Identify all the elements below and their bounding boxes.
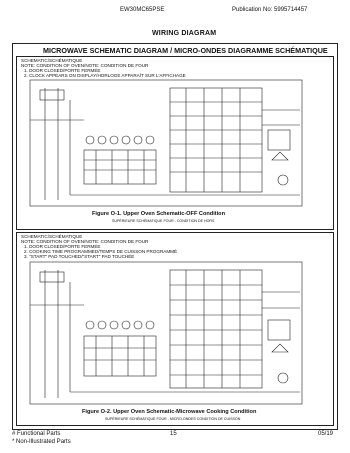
- diagram-title: MICROWAVE SCHEMATIC DIAGRAM / MICRO-ONDE…: [43, 46, 328, 55]
- functional-parts-legend: # Functional Parts: [12, 431, 61, 437]
- figure-1-panel: [16, 56, 334, 230]
- figure-1-circuit: [29, 79, 303, 207]
- figure-1-note-2: 2. CLOCK APPEARS ON DISPLAY/HORLOGE APPA…: [24, 73, 186, 78]
- figure-2-caption: Figure O-2. Upper Oven Schematic-Microwa…: [82, 409, 257, 415]
- publication-date: 05/19: [318, 431, 334, 437]
- model-number: EW30MC65PSE: [120, 7, 165, 13]
- page-title: WIRING DIAGRAM: [152, 30, 217, 37]
- figure-2-note-title: NOTE: CONDITION OF OVEN/NOTE: CONDITION …: [21, 239, 149, 244]
- figure-2-circuit: [29, 261, 303, 405]
- figure-2-caption-sub: SUPÉRIEURE SCHÉMATIQUE FOUR - MICRO-ONDE…: [105, 417, 241, 421]
- figure-2-panel: [16, 232, 334, 426]
- figure-1-caption-sub: SUPÉRIEURE SCHÉMATIQUE FOUR - CONDITION …: [112, 219, 215, 223]
- figure-2-note-1: 1. DOOR CLOSED/PORTE FERMÉE: [24, 244, 101, 249]
- figure-2-note-3: 3. "START" PAD TOUCHED/"START" PAD TOUCH…: [24, 254, 135, 259]
- publication-number: Publication No: 5995714457: [232, 7, 308, 13]
- figure-1-note-1: 1. DOOR CLOSED/PORTE FERMÉE: [24, 68, 101, 73]
- figure-1-note-title: NOTE: CONDITION OF OVEN/NOTE: CONDITION …: [21, 63, 149, 68]
- figure-1-caption: Figure O-1. Upper Oven Schematic-OFF Con…: [92, 211, 226, 217]
- figure-2-note-2: 2. COOKING TIME PROGRAMMED/TEMPS DE CUIS…: [24, 249, 178, 254]
- figure-2-heading: SCHEMATIC/SCHÉMATIQUE: [21, 234, 83, 239]
- non-illustrated-parts-legend: * Non-Illustrated Parts: [12, 439, 71, 445]
- page-number: 15: [170, 431, 177, 437]
- figure-1-heading: SCHEMATIC/SCHÉMATIQUE: [21, 58, 83, 63]
